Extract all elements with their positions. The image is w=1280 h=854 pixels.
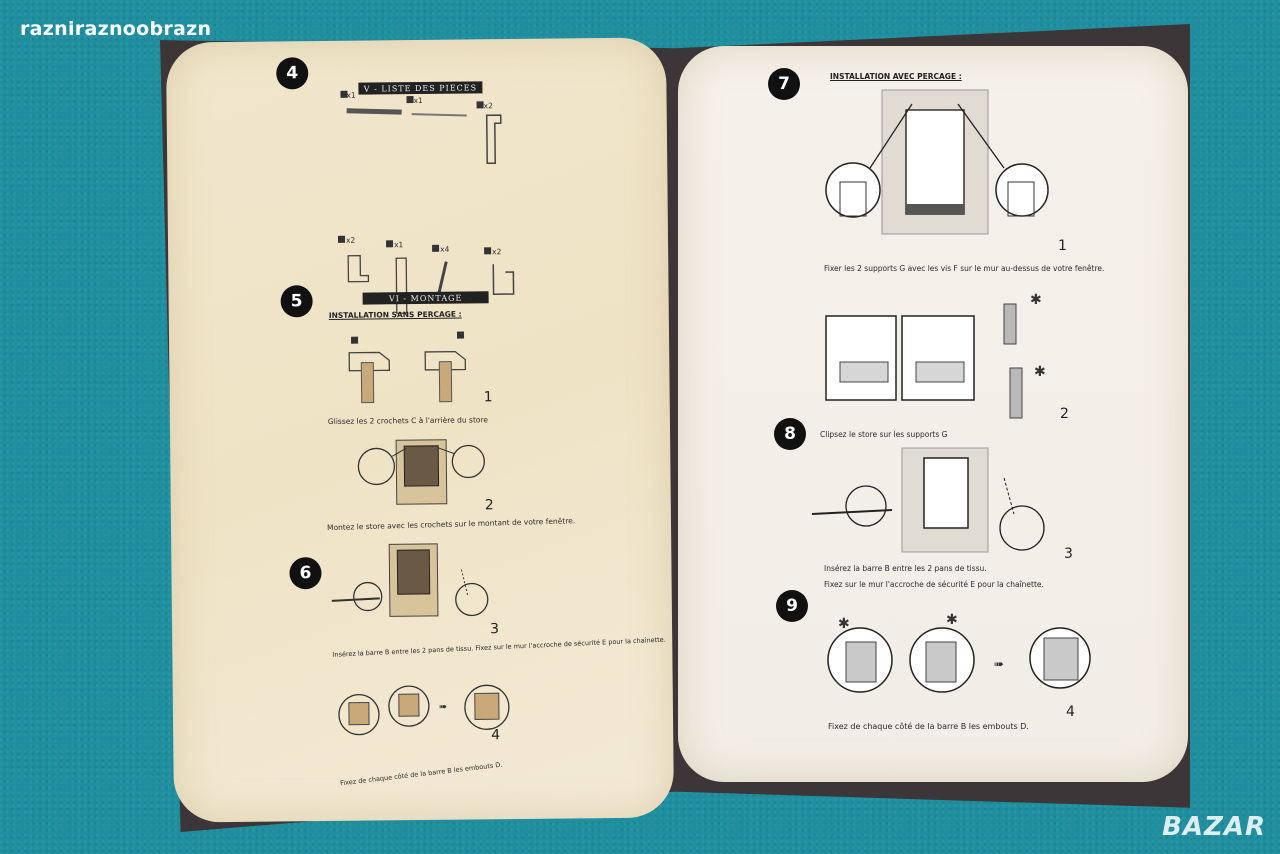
qty-label: x2 xyxy=(492,247,502,257)
wall-support-illustration xyxy=(825,89,1049,235)
qty-label: x2 xyxy=(483,101,493,111)
step-badge-8: 8 xyxy=(774,418,806,450)
insert-bar-illustration xyxy=(811,447,1045,553)
watermark-text: razniraznoobrazn xyxy=(20,18,212,40)
svg-text:✱: ✱ xyxy=(946,612,958,628)
figure-number: 1 xyxy=(483,389,493,406)
svg-text:✱: ✱ xyxy=(838,616,850,632)
figure-number: 4 xyxy=(1066,704,1075,720)
svg-text:✱: ✱ xyxy=(1030,292,1042,308)
right-instruction-page: 7 INSTALLATION AVEC PERCAGE : 1 Fixer le… xyxy=(678,46,1188,782)
qty-label: x1 xyxy=(413,95,423,106)
step-caption: Fixez de chaque côté de la barre B les e… xyxy=(339,760,503,788)
step-badge-4: 4 xyxy=(276,57,309,90)
step-badge-6: 6 xyxy=(289,557,322,590)
figure-number: 3 xyxy=(1064,546,1073,562)
svg-text:✱: ✱ xyxy=(1034,364,1046,380)
qty-label: x1 xyxy=(346,90,356,100)
step-badge-9: 9 xyxy=(776,590,808,622)
step-badge-7: 7 xyxy=(768,68,800,100)
install-with-drill-title: INSTALLATION AVEC PERCAGE : xyxy=(830,72,962,81)
section-header-montage: VI - MONTAGE xyxy=(362,291,489,305)
step-caption: Clipsez le store sur les supports G xyxy=(820,430,948,439)
step-caption: Glissez les 2 crochets C à l'arrière du … xyxy=(327,415,489,426)
qty-label: x4 xyxy=(440,244,450,254)
bazar-logo: BAZAR xyxy=(1162,812,1266,842)
step-caption: Montez le store avec les crochets sur le… xyxy=(326,516,576,533)
parts-list-illustration xyxy=(337,90,515,314)
qty-label: x2 xyxy=(345,235,356,245)
svg-text:➠: ➠ xyxy=(994,657,1004,671)
step-caption: Insérez la barre B entre les 2 pans de t… xyxy=(824,564,987,573)
step-caption: Fixez de chaque côté de la barre B les e… xyxy=(828,722,1029,731)
step-caption: Fixez sur le mur l'accroche de sécurité … xyxy=(824,580,1044,589)
clip-blind-illustration: ✱ ✱ xyxy=(825,292,1046,419)
window-mount-illustration xyxy=(357,439,485,505)
bar-insert-illustration xyxy=(331,543,489,617)
step-badge-5: 5 xyxy=(280,285,313,318)
step-caption: Insérez la barre B entre les 2 pans de t… xyxy=(332,635,666,659)
figure-number: 2 xyxy=(484,497,494,514)
figure-number: 3 xyxy=(490,621,500,638)
hooks-illustration xyxy=(348,331,467,404)
step-caption: Fixer les 2 supports G avec les vis F su… xyxy=(824,264,1105,273)
figure-number: 2 xyxy=(1060,406,1069,422)
svg-text:➠: ➠ xyxy=(439,702,448,713)
figure-number: 1 xyxy=(1058,238,1067,254)
qty-label: x1 xyxy=(394,240,404,250)
install-without-drill-title: INSTALLATION SANS PERCAGE : xyxy=(328,309,462,320)
left-instruction-page: 4 V - LISTE DES PIECES x1 x1 x2 x2 x1 x4… xyxy=(165,37,675,823)
end-caps-illustration: ➠ ✱ ✱ xyxy=(827,612,1091,693)
figure-number: 4 xyxy=(491,727,501,744)
end-caps-illustration: ➠ xyxy=(338,684,510,736)
